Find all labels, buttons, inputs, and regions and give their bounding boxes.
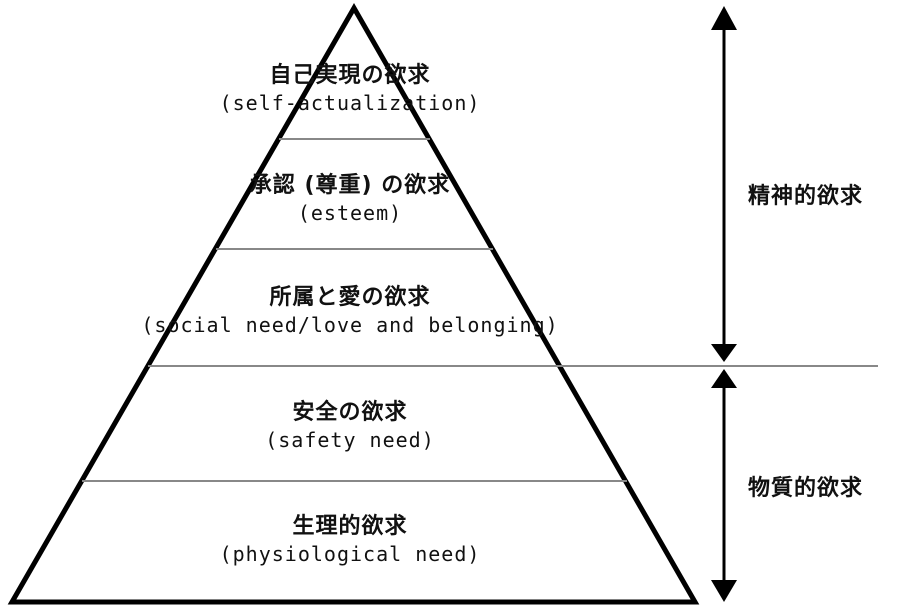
level-label-jp: 生理的欲求 (292, 514, 408, 539)
level-label-jp: 承認 (尊重) の欲求 (249, 173, 451, 198)
level-physiological: 生理的欲求 (physiological need) (0, 513, 700, 567)
upper-range-arrow (711, 6, 737, 362)
level-label-jp: 安全の欲求 (292, 400, 408, 425)
level-esteem: 承認 (尊重) の欲求 (esteem) (0, 172, 700, 226)
lower-range-arrow (711, 369, 737, 602)
level-label-en: (social need/love and belonging) (141, 313, 559, 337)
level-label-en: (physiological need) (219, 542, 481, 566)
pyramid-outline (7, 2, 700, 605)
level-label-jp: 自己実現の欲求 (269, 63, 431, 88)
level-label-en: (esteem) (297, 201, 403, 225)
side-label-upper: 精神的欲求 (748, 184, 864, 209)
level-love-belonging: 所属と愛の欲求 (social need/love and belonging) (0, 284, 700, 338)
level-label-en: (self-actualization) (219, 91, 481, 115)
side-label-lower: 物質的欲求 (748, 476, 864, 501)
level-label-en: (safety need) (265, 428, 435, 452)
level-safety: 安全の欲求 (safety need) (0, 399, 700, 453)
level-self-actualization: 自己実現の欲求 (self-actualization) (0, 62, 700, 116)
level-label-jp: 所属と愛の欲求 (269, 285, 431, 310)
